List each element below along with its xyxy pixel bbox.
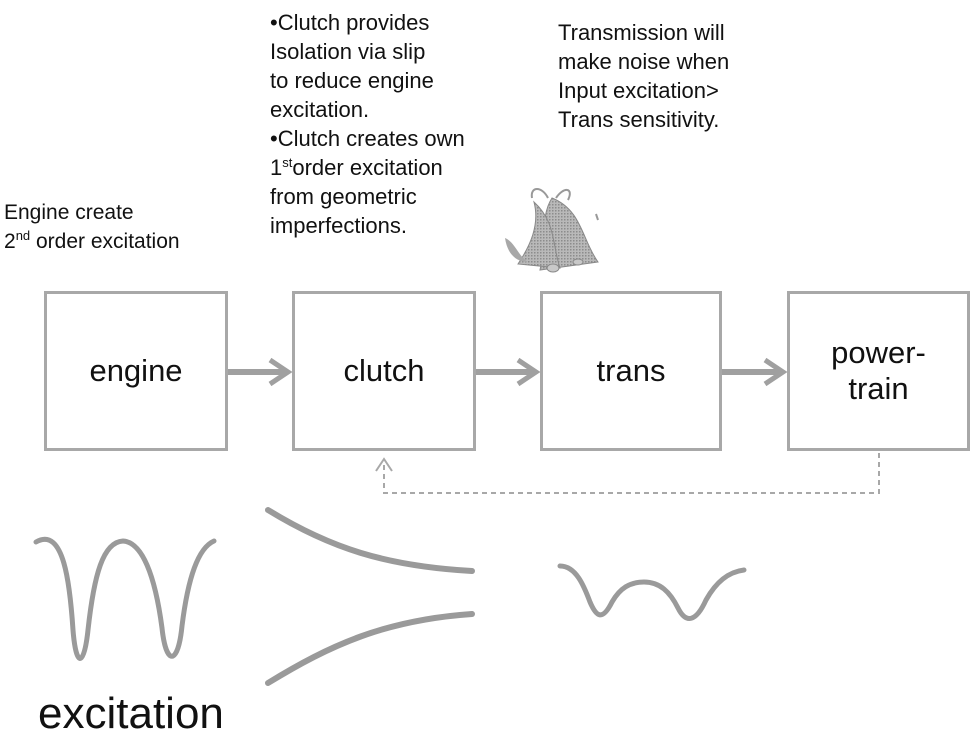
trans-label: trans	[596, 353, 666, 388]
excitation-caption: excitation	[38, 689, 224, 738]
trans-block: trans	[540, 291, 722, 451]
clutch-annotation-line: imperfections.	[270, 213, 407, 238]
transmission-annotation-line: Transmission will	[558, 20, 725, 45]
powertrain-label: power-train	[831, 335, 926, 406]
trans-waveform	[557, 563, 747, 621]
clutch-annotation-line: from geometric	[270, 184, 417, 209]
clutch-annotation-line: to reduce engine	[270, 68, 434, 93]
clutch-lower-curve	[265, 611, 475, 686]
transmission-annotation-line: Input excitation>	[558, 78, 719, 103]
arrow-trans-to-powertrain	[722, 357, 788, 387]
clutch-block: clutch	[292, 291, 476, 451]
arrow-clutch-to-trans	[476, 357, 541, 387]
clutch-annotation: •Clutch provides Isolation via slip to r…	[270, 8, 465, 240]
engine-annotation: Engine create 2nd order excitation	[4, 198, 180, 256]
clutch-annotation-line: •Clutch provides	[270, 10, 430, 35]
arrow-engine-to-clutch	[228, 357, 293, 387]
engine-waveform	[33, 537, 217, 661]
transmission-annotation-line: Trans sensitivity.	[558, 107, 720, 132]
clutch-annotation-line: 1storder excitation	[270, 155, 443, 180]
engine-block: engine	[44, 291, 228, 451]
clutch-annotation-line: Isolation via slip	[270, 39, 426, 64]
engine-annotation-line: 2nd order excitation	[4, 228, 180, 253]
clutch-upper-curve	[265, 507, 475, 574]
bells-icon	[505, 188, 599, 273]
engine-annotation-line: Engine create	[4, 201, 134, 224]
clutch-label: clutch	[343, 353, 425, 388]
engine-label: engine	[89, 353, 183, 388]
feedback-arrow	[375, 453, 880, 494]
transmission-annotation-line: make noise when	[558, 49, 730, 74]
transmission-annotation: Transmission will make noise when Input …	[558, 18, 729, 134]
clutch-annotation-line: •Clutch creates own	[270, 126, 465, 151]
clutch-annotation-line: excitation.	[270, 97, 370, 122]
powertrain-block: power-train	[787, 291, 970, 451]
